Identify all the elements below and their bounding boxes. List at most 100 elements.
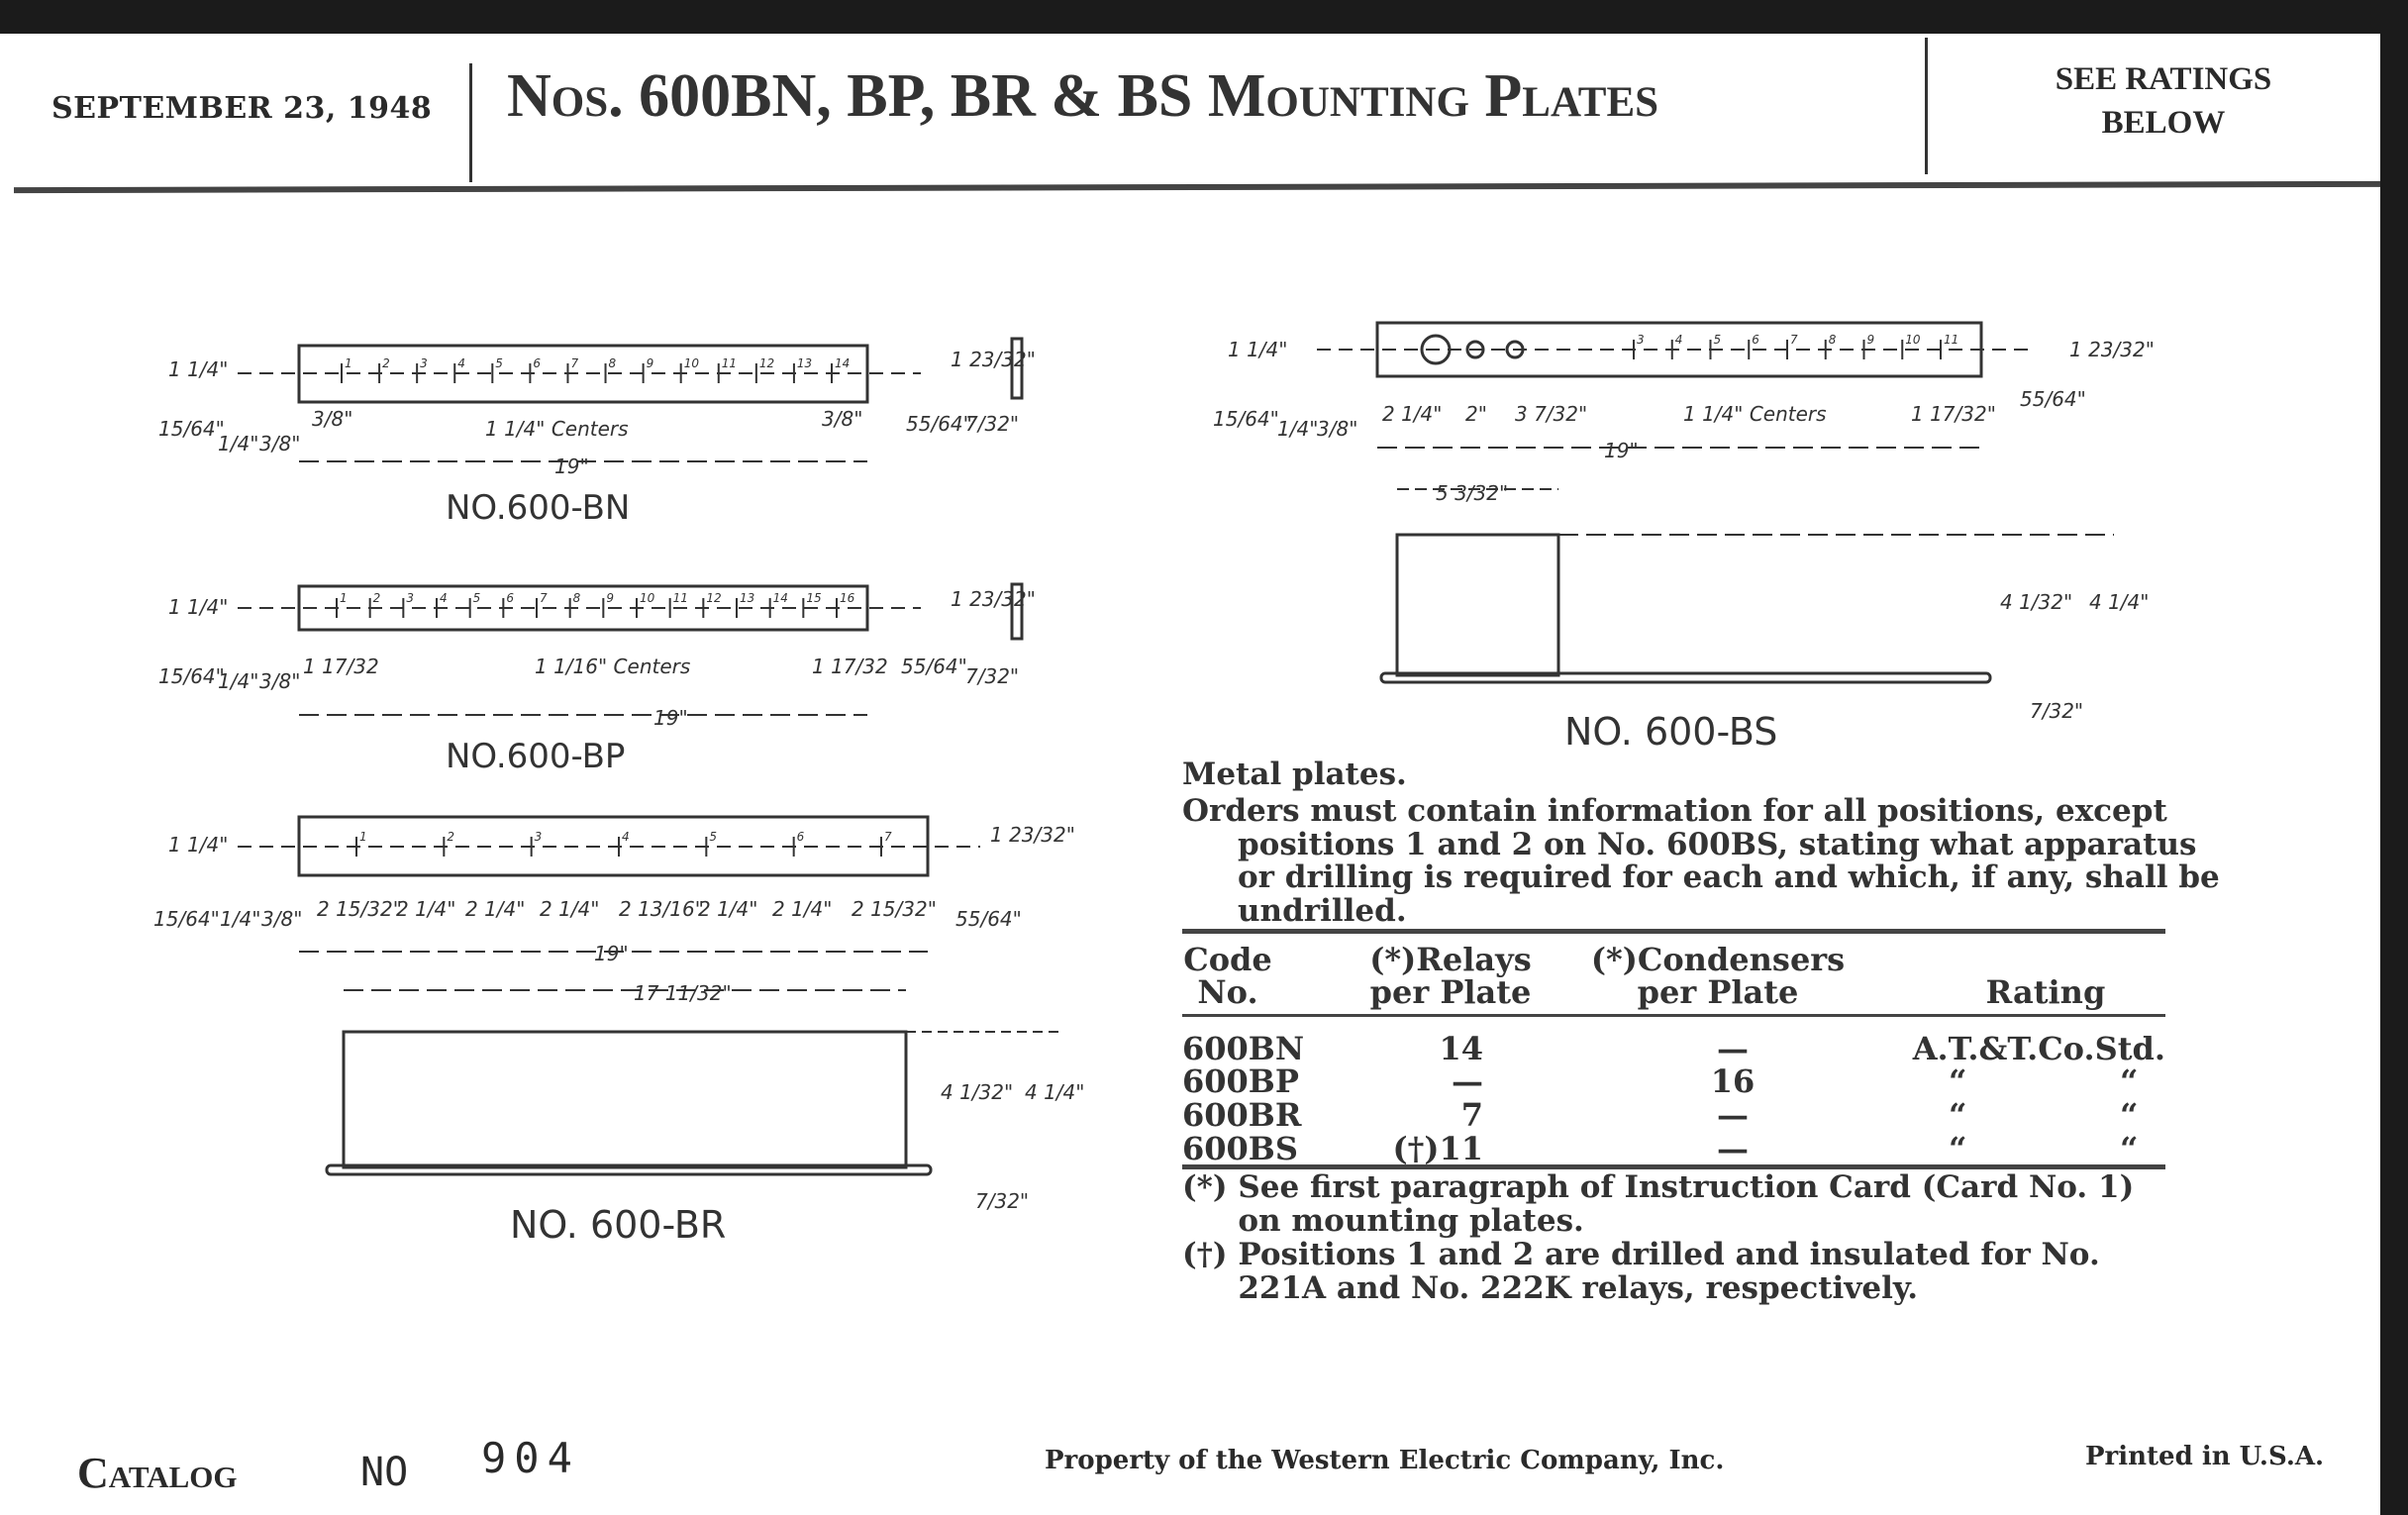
dim-label: 1 17/32": [1911, 402, 1996, 426]
side-view-bn: [1010, 337, 1024, 400]
position-number: 9: [606, 591, 614, 605]
position-number: 5: [709, 830, 717, 844]
dim-label: 55/64": [2020, 387, 2086, 411]
cell-rating-ditto: “: [2120, 1130, 2139, 1167]
dim-label: 17 11/32": [634, 981, 732, 1005]
catalog-number: 904: [481, 1434, 580, 1482]
dim-label: 55/64": [901, 655, 967, 678]
cell-code: 600BN: [1182, 1030, 1305, 1067]
plate-600br: [297, 815, 930, 877]
dim-label: 7/32": [975, 1189, 1029, 1213]
dim-label: 2 15/32": [317, 897, 402, 921]
dim-label: 1 1/4": [1228, 338, 1287, 361]
printed-notice: Printed in U.S.A.: [2085, 1442, 2325, 1471]
dim-label: 19": [653, 706, 688, 730]
header-text: per Plate: [1369, 973, 1532, 1011]
dim-label: 2 13/16": [619, 897, 704, 921]
position-number: 11: [1944, 333, 1958, 347]
position-number: 6: [1752, 333, 1759, 347]
dim-label: 55/64": [906, 412, 972, 436]
cell-relays: 7: [1460, 1096, 1483, 1134]
cell-condensers: 16: [1710, 1062, 1756, 1100]
relay-hole: [1465, 340, 1485, 359]
dim-label: 2 1/4": [465, 897, 525, 921]
position-number: 3: [1637, 333, 1645, 347]
cell-code: 600BS: [1182, 1130, 1298, 1167]
dim-label: 2 1/4": [396, 897, 455, 921]
cell-rating-ditto: “: [2120, 1062, 2139, 1100]
position-number: 10: [1905, 333, 1921, 347]
dim-label: 3/8": [259, 432, 300, 455]
dim-label: 1 1/4": [168, 595, 228, 619]
dim-label: 7/32": [965, 664, 1019, 688]
position-number: 2: [447, 830, 454, 844]
cell-condensers: —: [1717, 1130, 1749, 1167]
cell-relays: (†)11: [1392, 1130, 1483, 1167]
position-number: 8: [1829, 333, 1837, 347]
dim-label: 7/32": [2030, 699, 2083, 723]
dim-label: 1 1/16" Centers: [535, 655, 690, 678]
dim-label: 3/8": [822, 407, 862, 431]
position-number: 2: [382, 356, 390, 370]
scan-top-border: [0, 0, 2408, 34]
dim-label: 19": [594, 942, 629, 965]
dim-label: 1 23/32": [951, 348, 1036, 371]
position-number: 4: [457, 356, 465, 370]
position-number: 11: [722, 356, 737, 370]
header-text: (*)Condensers: [1590, 941, 1846, 978]
position-number: 1: [340, 591, 348, 605]
position-number: 1: [359, 830, 367, 844]
catalog-label: Catalog: [77, 1449, 238, 1497]
dim-label: 7/32": [965, 412, 1019, 436]
dim-label: 2 15/32": [852, 897, 937, 921]
position-number: 13: [797, 356, 812, 370]
caption-600br: NO. 600-BR: [510, 1203, 726, 1247]
position-number: 10: [640, 591, 655, 605]
position-number: 4: [1675, 333, 1683, 347]
header-rating: Rating: [1985, 973, 2106, 1011]
position-number: 6: [797, 830, 805, 844]
footnote-mark: (†): [1182, 1237, 1228, 1272]
ratings-note-line: BELOW: [2101, 105, 2226, 141]
ratings-note-line: SEE RATINGS: [2055, 61, 2272, 97]
relay-hole: [1420, 334, 1452, 365]
front-view-br: [342, 1030, 908, 1169]
dim-label: 1/4": [1277, 417, 1318, 441]
dim-label: 1/4": [220, 907, 260, 931]
dim-label: 3/8": [312, 407, 352, 431]
header-text: No.: [1197, 973, 1258, 1011]
cell-relays: 14: [1439, 1030, 1483, 1067]
catalog-no-label: NO: [360, 1450, 409, 1495]
dim-label: 2 1/4": [1382, 402, 1442, 426]
cell-rating-ditto: “: [1949, 1096, 1967, 1134]
position-number: 8: [609, 356, 617, 370]
dim-label: 2 1/4": [540, 897, 599, 921]
cell-rating-ditto: “: [1949, 1062, 1967, 1100]
dim-label: 15/64": [158, 664, 225, 688]
side-view-bp: [1010, 582, 1024, 641]
header-divider: [469, 63, 472, 182]
cell-rating-ditto: “: [2120, 1096, 2139, 1134]
dim-label: 4 1/32": [941, 1080, 1013, 1104]
dim-label: 55/64": [955, 907, 1022, 931]
caption-600bn: NO.600-BN: [446, 488, 630, 528]
footnote-mark: (*): [1182, 1169, 1228, 1205]
footnote-text: Positions 1 and 2 are drilled and insula…: [1238, 1237, 2100, 1306]
dim-label: 5 3/32": [1436, 481, 1508, 505]
header-date: SEPTEMBER 23, 1948: [51, 91, 433, 126]
header-code: Code No.: [1178, 944, 1277, 1009]
dim-label: 15/64": [158, 417, 225, 441]
table-header-rule: [1182, 1014, 2165, 1017]
position-number: 6: [506, 591, 514, 605]
position-number: 4: [622, 830, 630, 844]
table-bottom-rule: [1182, 1164, 2165, 1169]
plate-600bp: [297, 584, 869, 632]
relay-hole: [1505, 340, 1525, 359]
position-number: 5: [495, 356, 503, 370]
dim-label: 1 1/4": [168, 357, 228, 381]
position-number: 11: [673, 591, 688, 605]
front-view-bs: [1395, 533, 1560, 677]
dim-label: 2": [1465, 402, 1487, 426]
dim-label: 1 1/4" Centers: [485, 417, 629, 441]
dim-label: 3/8": [259, 669, 300, 693]
